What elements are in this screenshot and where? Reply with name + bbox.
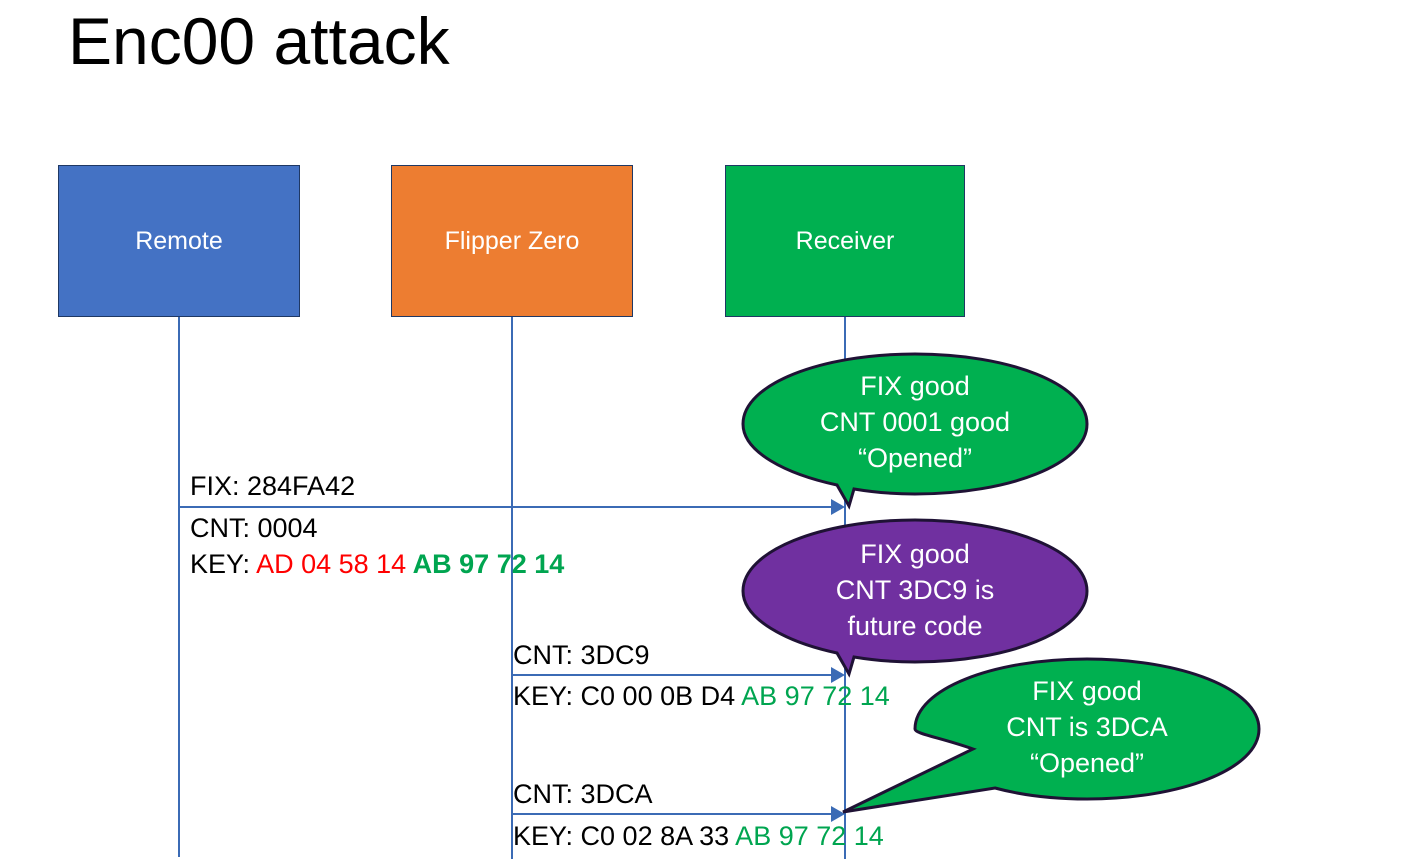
message-arrow-3-head xyxy=(831,806,845,822)
lifeline-remote xyxy=(178,317,180,857)
speech-bubble-2[interactable]: FIX good CNT 3DC9 is future code xyxy=(741,518,1089,678)
message-2-key-green: AB 97 72 14 xyxy=(735,681,890,711)
page-title: Enc00 attack xyxy=(68,4,450,78)
message-1-label-above: FIX: 284FA42 xyxy=(190,471,356,501)
message-1-key: KEY: AD 04 58 14 AB 97 72 14 xyxy=(190,546,564,582)
message-3-key-green: AB 97 72 14 xyxy=(729,821,884,851)
message-2-label-above: CNT: 3DC9 xyxy=(513,640,650,670)
message-1-key-green: AB 97 72 14 xyxy=(406,549,565,579)
actor-label-receiver: Receiver xyxy=(795,227,895,255)
actor-box-flipper[interactable]: Flipper Zero xyxy=(391,165,633,317)
message-3-key-prefix: KEY: C0 02 8A 33 xyxy=(513,821,730,851)
message-1-label-below: CNT: 0004 KEY: AD 04 58 14 AB 97 72 14 xyxy=(190,510,564,582)
message-arrow-2-line xyxy=(512,674,834,676)
speech-bubble-1[interactable]: FIX good CNT 0001 good “Opened” xyxy=(741,352,1089,510)
bubble-3-shape xyxy=(842,657,1261,814)
actor-label-flipper: Flipper Zero xyxy=(444,227,580,255)
message-3-label-above: CNT: 3DCA xyxy=(513,779,653,809)
message-3-label-below: KEY: C0 02 8A 33 AB 97 72 14 xyxy=(513,818,884,854)
message-2-label-below: KEY: C0 00 0B D4 AB 97 72 14 xyxy=(513,678,890,714)
actor-box-remote[interactable]: Remote xyxy=(58,165,300,317)
message-arrow-2-head xyxy=(831,667,845,683)
bubble-1-shape xyxy=(741,352,1089,510)
message-arrow-1-head xyxy=(831,499,845,515)
message-2-key-prefix: KEY: C0 00 0B D4 xyxy=(513,681,736,711)
lifeline-flipper xyxy=(511,317,513,859)
actor-label-remote: Remote xyxy=(135,227,223,255)
message-arrow-3-line xyxy=(512,813,834,815)
message-1-key-prefix: KEY: xyxy=(190,549,257,579)
actor-box-receiver[interactable]: Receiver xyxy=(725,165,965,317)
message-1-cnt: CNT: 0004 xyxy=(190,513,318,543)
message-arrow-1-line xyxy=(179,506,834,508)
speech-bubble-3[interactable]: FIX good CNT is 3DCA “Opened” xyxy=(842,657,1261,814)
message-1-key-red: AD 04 58 14 xyxy=(256,549,407,579)
bubble-2-shape xyxy=(741,518,1089,678)
